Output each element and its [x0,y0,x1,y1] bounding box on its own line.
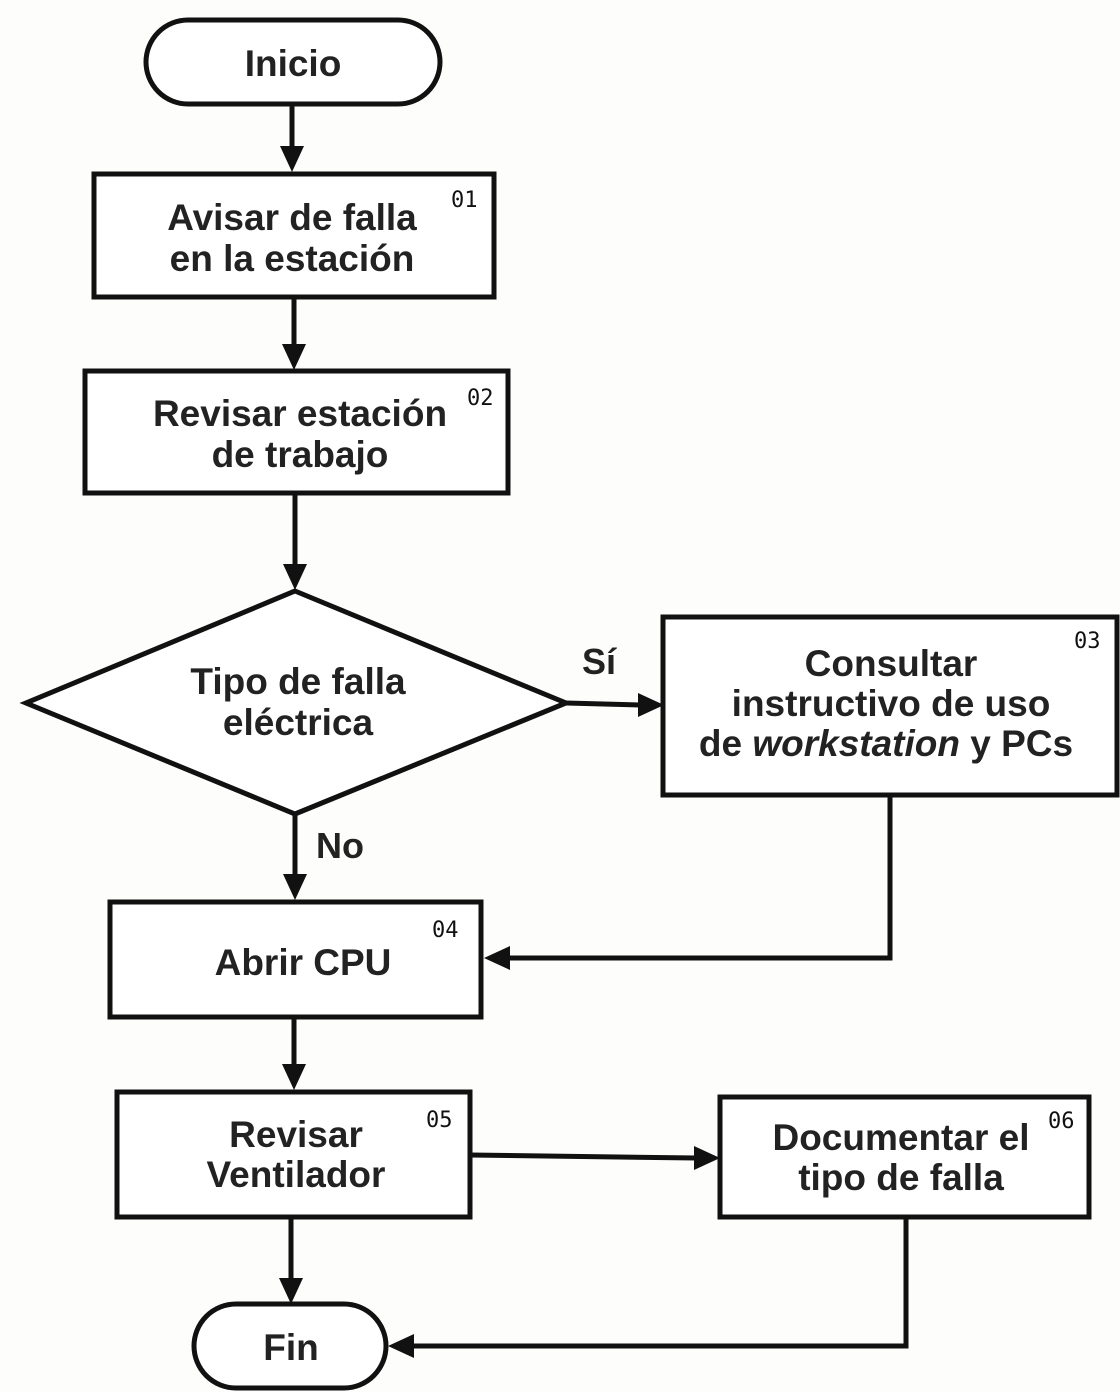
end-label: Fin [263,1327,318,1368]
step-03-line-2: instructivo de uso [732,683,1051,724]
step-01-line-1: Avisar de falla [167,197,417,238]
step-02-line-2: de trabajo [212,434,389,475]
arrowhead [283,874,307,900]
arrowhead [283,564,307,590]
process-box [114,1089,473,1220]
step-03-line-3-italic: workstation [752,723,960,764]
yes-branch-label: Sí [582,641,617,682]
arrowhead [388,1334,414,1358]
connector-step-06-to-end [412,1217,909,1349]
step-05-line-1: Revisar [229,1114,363,1155]
process-step-05: Revisar Ventilador 05 [114,1089,473,1220]
process-box [660,614,1120,798]
arrowhead [282,1064,306,1090]
connector-step-05-to-step-06 [469,1152,697,1161]
step-02-line-1: Revisar estación [153,393,447,434]
connector-decision-to-step-03 [565,700,641,708]
process-step-01: Avisar de falla en la estación 01 [91,171,497,300]
terminal-shape [191,1301,389,1391]
process-box [107,899,484,1020]
step-05-line-2: Ventilador [207,1154,386,1195]
arrowhead [280,146,304,172]
process-step-06: Documentar el tipo de falla 06 [717,1094,1092,1220]
step-06-number: 06 [1048,1109,1075,1134]
step-06-line-2: tipo de falla [798,1157,1004,1198]
step-04-line-1: Abrir CPU [215,942,392,983]
step-03-line-3-suffix: y PCs [960,723,1073,764]
step-03-line-3: de workstation y PCs [699,723,1073,764]
arrowhead [694,1146,720,1170]
step-04-number: 04 [432,918,459,943]
arrowhead [282,344,306,370]
connectors [279,104,909,1358]
arrowhead [279,1278,303,1304]
terminal-shape [143,17,443,107]
process-step-04: Abrir CPU 04 [107,899,484,1020]
process-box [717,1094,1092,1220]
arrowhead [638,693,664,717]
start-label: Inicio [245,43,342,84]
process-step-02: Revisar estación de trabajo 02 [82,368,511,496]
step-03-number: 03 [1074,629,1101,654]
decision-electrical-fault: Tipo de falla eléctrica Sí No [19,588,617,866]
process-step-03: Consultar instructivo de uso de workstat… [660,614,1120,798]
arrowhead [484,946,510,970]
end-terminal: Fin [191,1301,389,1391]
step-06-line-1: Documentar el [772,1117,1029,1158]
decision-line-1: Tipo de falla [190,661,406,702]
step-05-number: 05 [426,1108,453,1133]
step-02-number: 02 [467,386,494,411]
connector-step-03-to-step-04 [508,794,893,961]
process-box [91,171,497,300]
decision-line-2: eléctrica [223,702,374,743]
decision-diamond [19,588,573,817]
start-terminal: Inicio [143,17,443,107]
process-box [82,368,511,496]
step-01-number: 01 [451,188,478,213]
step-03-line-3-prefix: de [699,723,752,764]
no-branch-label: No [316,825,364,866]
step-03-line-1: Consultar [805,643,978,684]
step-01-line-2: en la estación [170,238,415,279]
